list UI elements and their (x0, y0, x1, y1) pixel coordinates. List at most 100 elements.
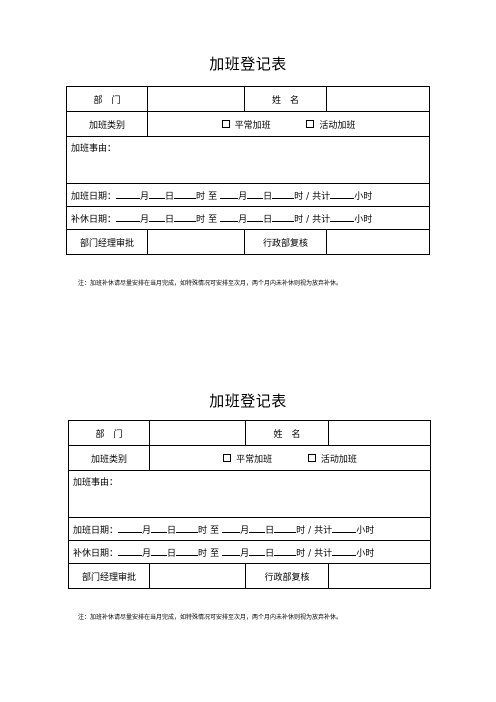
end-month-blank[interactable] (222, 523, 241, 533)
start-month-blank[interactable] (118, 546, 143, 556)
day-text: 日 (167, 548, 177, 559)
overtime-date-label: 加班日期： (71, 191, 117, 202)
overtime-date-row: 加班日期：月日时至月日时/共计小时 (68, 517, 431, 541)
end-month-blank[interactable] (220, 212, 239, 222)
start-month-blank[interactable] (116, 189, 141, 199)
end-hour-blank[interactable] (272, 189, 295, 199)
total-hours-blank[interactable] (332, 523, 357, 533)
option-regular-label: 平常加班 (236, 454, 273, 465)
start-month-blank[interactable] (116, 212, 141, 222)
name-field[interactable] (326, 86, 430, 112)
manager-approval-label: 部门经理审批 (68, 563, 150, 589)
start-hour-blank[interactable] (176, 546, 199, 556)
hour-text: 时 (196, 191, 206, 202)
end-day-blank[interactable] (249, 523, 266, 533)
total-text: 共计 (312, 214, 331, 225)
option-event-label: 活动加班 (320, 454, 357, 465)
start-hour-blank[interactable] (174, 212, 197, 222)
reason-label: 加班事由： (73, 478, 119, 488)
end-hour-blank[interactable] (274, 546, 297, 556)
comp-date-label: 补休日期： (71, 214, 117, 225)
checkbox-event[interactable] (306, 120, 315, 128)
hour-text: 时 (296, 548, 306, 559)
hour-text: 时 (294, 191, 304, 202)
start-day-blank[interactable] (149, 212, 166, 222)
type-options: 平常加班 活动加班 (149, 445, 431, 471)
day-text: 日 (165, 214, 175, 225)
end-day-blank[interactable] (247, 212, 264, 222)
manager-approval-field[interactable] (149, 563, 246, 589)
hours-unit-text: 小时 (354, 214, 373, 225)
form-table: 部 门 姓 名 加班类别 平常加班 活动加班 加班事由： 加班日期：月日时至月日… (66, 86, 430, 255)
end-day-blank[interactable] (247, 189, 264, 199)
hour-text: 时 (198, 548, 208, 559)
total-hours-blank[interactable] (330, 212, 355, 222)
total-text: 共计 (314, 525, 333, 536)
end-month-blank[interactable] (222, 546, 241, 556)
month-text: 月 (238, 191, 248, 202)
total-hours-blank[interactable] (332, 546, 357, 556)
reason-field[interactable]: 加班事由： (68, 470, 431, 518)
manager-approval-field[interactable] (147, 229, 245, 255)
hour-text: 时 (294, 214, 304, 225)
hours-unit-text: 小时 (356, 548, 375, 559)
start-hour-blank[interactable] (176, 523, 199, 533)
admin-review-field[interactable] (326, 229, 430, 255)
day-text: 日 (167, 525, 177, 536)
form-title: 加班登记表 (209, 55, 287, 73)
to-text: 至 (208, 191, 218, 202)
footnote: 注：加班补休请尽量安排在当月完成，如特殊情况可安排至次月，两个月内未补休则视为放… (78, 280, 343, 287)
month-text: 月 (142, 525, 152, 536)
dept-label: 部 门 (66, 86, 148, 112)
checkbox-event[interactable] (307, 454, 316, 462)
name-label: 姓 名 (244, 86, 327, 112)
month-text: 月 (240, 548, 250, 559)
reason-field[interactable]: 加班事由： (66, 136, 430, 184)
type-options: 平常加班 活动加班 (147, 111, 430, 137)
checkbox-regular[interactable] (223, 454, 232, 462)
admin-review-label: 行政部复核 (244, 229, 327, 255)
checkbox-regular[interactable] (221, 120, 230, 128)
form-title: 加班登记表 (209, 392, 287, 410)
end-month-blank[interactable] (220, 189, 239, 199)
overtime-date-label: 加班日期： (73, 525, 119, 536)
start-month-blank[interactable] (118, 523, 143, 533)
month-text: 月 (140, 191, 150, 202)
start-day-blank[interactable] (151, 546, 168, 556)
overtime-date-row: 加班日期：月日时至月日时/共计小时 (66, 183, 430, 207)
option-event-label: 活动加班 (319, 120, 356, 131)
name-field[interactable] (328, 420, 431, 446)
dept-field[interactable] (149, 420, 246, 446)
end-day-blank[interactable] (249, 546, 266, 556)
hour-text: 时 (196, 214, 206, 225)
slash-text: / (308, 525, 312, 536)
end-hour-blank[interactable] (274, 523, 297, 533)
day-text: 日 (265, 525, 275, 536)
dept-label: 部 门 (68, 420, 150, 446)
total-text: 共计 (314, 548, 333, 559)
end-hour-blank[interactable] (272, 212, 295, 222)
month-text: 月 (238, 214, 248, 225)
dept-field[interactable] (147, 86, 245, 112)
slash-text: / (306, 191, 310, 202)
hours-unit-text: 小时 (354, 191, 373, 202)
comp-date-row: 补休日期：月日时至月日时/共计小时 (66, 206, 430, 230)
start-hour-blank[interactable] (174, 189, 197, 199)
to-text: 至 (210, 548, 220, 559)
type-label: 加班类别 (68, 445, 150, 471)
hours-unit-text: 小时 (356, 525, 375, 536)
to-text: 至 (208, 214, 218, 225)
start-day-blank[interactable] (149, 189, 166, 199)
day-text: 日 (263, 214, 273, 225)
total-hours-blank[interactable] (330, 189, 355, 199)
start-day-blank[interactable] (151, 523, 168, 533)
form-table: 部 门 姓 名 加班类别 平常加班 活动加班 加班事由： 加班日期：月日时至月日… (68, 420, 431, 589)
slash-text: / (306, 214, 310, 225)
day-text: 日 (265, 548, 275, 559)
month-text: 月 (142, 548, 152, 559)
total-text: 共计 (312, 191, 331, 202)
month-text: 月 (240, 525, 250, 536)
admin-review-field[interactable] (328, 563, 431, 589)
comp-date-row: 补休日期：月日时至月日时/共计小时 (68, 540, 431, 564)
month-text: 月 (140, 214, 150, 225)
